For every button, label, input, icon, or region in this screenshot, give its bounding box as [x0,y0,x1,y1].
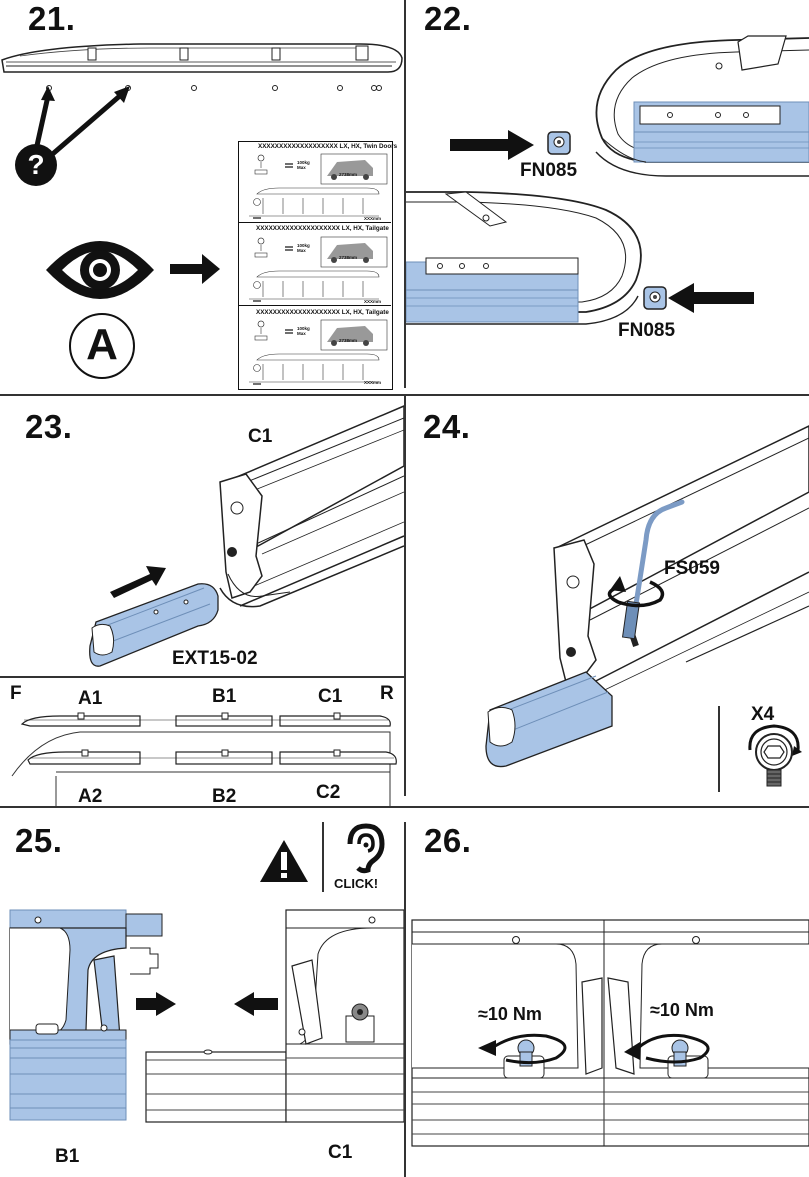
divider-vertical-bottom [404,822,406,1177]
sheet-section-drawing [249,319,388,385]
divider-horizontal-1 [0,394,809,396]
socket-screw-icon [748,724,802,787]
label-a2: A2 [78,786,103,806]
divider-step23-layout [0,676,404,678]
sheet-dims: 2738mm [339,255,358,260]
label-b1: B1 [212,686,237,707]
part-label-fn085-top: FN085 [520,160,578,181]
sheet-section-drawing [249,236,388,302]
divider-vertical-top [404,0,406,388]
warning-icon [260,840,308,882]
profile-joining-drawing [9,909,404,1123]
rail-layout-diagram [11,712,397,806]
step-22-panel: 22. FN085 [406,0,809,394]
nut-fn085-icon [643,286,667,310]
step-a-badge: A [69,313,135,379]
sheet-section-2: XXXXXXXXXXXXXXXXXXXX LX, HX, Tailgate 10… [239,223,391,306]
step-25-panel: 25. CLICK! [0,808,404,1177]
step-number: 25. [15,822,63,859]
help-icon: ? [15,144,57,186]
click-label: CLICK! [334,876,379,891]
sheet-foot-label: XXXmm [364,299,382,304]
sheet-foot-label: XXXmm [364,380,382,385]
step-number: 22. [424,0,472,37]
step-number: 26. [424,822,472,859]
rail-end-cap-bottom-drawing [406,191,642,325]
vehicle-fitting-sheet: XXXXXXXXXXXXXXXXXXX LX, HX, Twin Doors 1… [238,141,397,390]
label-a1: A1 [78,688,103,709]
profile-c1-drawing [89,405,404,667]
nut-fn085-icon [547,131,571,155]
label-rear: R [380,683,394,704]
label-front: F [10,683,22,704]
sheet-load: 100kg Max [297,243,310,253]
sheet-section-title: XXXXXXXXXXXXXXXXXXX LX, HX, Twin Doors [258,143,398,150]
count-label-x4: X4 [751,704,775,725]
sheet-section-1: XXXXXXXXXXXXXXXXXXX LX, HX, Twin Doors 1… [239,142,397,223]
torque-label-left: ≈10 Nm [478,1004,542,1024]
profile-label-c1: C1 [248,426,273,447]
arrow-right-icon [170,254,220,284]
arrow-to-holes-icon [33,86,130,160]
divider-horizontal-2 [0,806,809,808]
label-c2: C2 [316,782,341,803]
ear-icon [347,823,385,874]
sheet-load: 100kg Max [297,326,310,336]
sheet-section-drawing [249,153,388,219]
step-number: 21. [28,0,76,37]
rail-end-cap-top-drawing [595,35,809,177]
label-c1: C1 [318,686,343,707]
step-24-panel: 24. FS059 X4 [406,396,809,806]
sheet-section-title: XXXXXXXXXXXXXXXXXXXX LX, HX, Tailgate [256,309,389,316]
sheet-load: 100kg Max [297,160,310,170]
divider-vertical-middle [404,396,406,796]
part-label-ext15-02: EXT15-02 [172,648,258,669]
help-symbol: ? [27,149,45,180]
tool-label-fs059: FS059 [664,558,720,579]
sheet-dims: 2738mm [339,338,358,343]
torque-label-right: ≈10 Nm [650,1000,714,1020]
step-26-panel: 26. ≈10 Nm ≈10 Nm [406,808,809,1177]
sheet-dims: 2738mm [339,172,358,177]
label-b2: B2 [212,786,237,806]
step-number: 24. [423,408,471,445]
step-21-panel: 21. ? A XXXXXXXX [0,0,404,394]
divider-click [322,822,324,892]
part-label-c1: C1 [328,1142,353,1163]
sheet-section-3: XXXXXXXXXXXXXXXXXXXX LX, HX, Tailgate 10… [239,306,391,388]
divider-x4 [718,706,720,792]
sheet-section-title: XXXXXXXXXXXXXXXXXXXX LX, HX, Tailgate [256,225,389,232]
joined-profiles-drawing [411,919,809,1147]
part-label-fn085-bottom: FN085 [618,320,676,341]
part-label-b1: B1 [55,1146,80,1167]
sheet-foot-label: XXXmm [364,216,382,221]
step-23-panel: 23. C1 EXT15-02 F R A1 B1 C1 [0,396,404,806]
badge-letter: A [86,320,118,369]
step-number: 23. [25,408,73,445]
arrow-left-icon [668,283,754,313]
arrow-right-icon [450,130,534,160]
eye-icon [46,241,154,299]
profile-with-key-drawing [485,425,809,768]
